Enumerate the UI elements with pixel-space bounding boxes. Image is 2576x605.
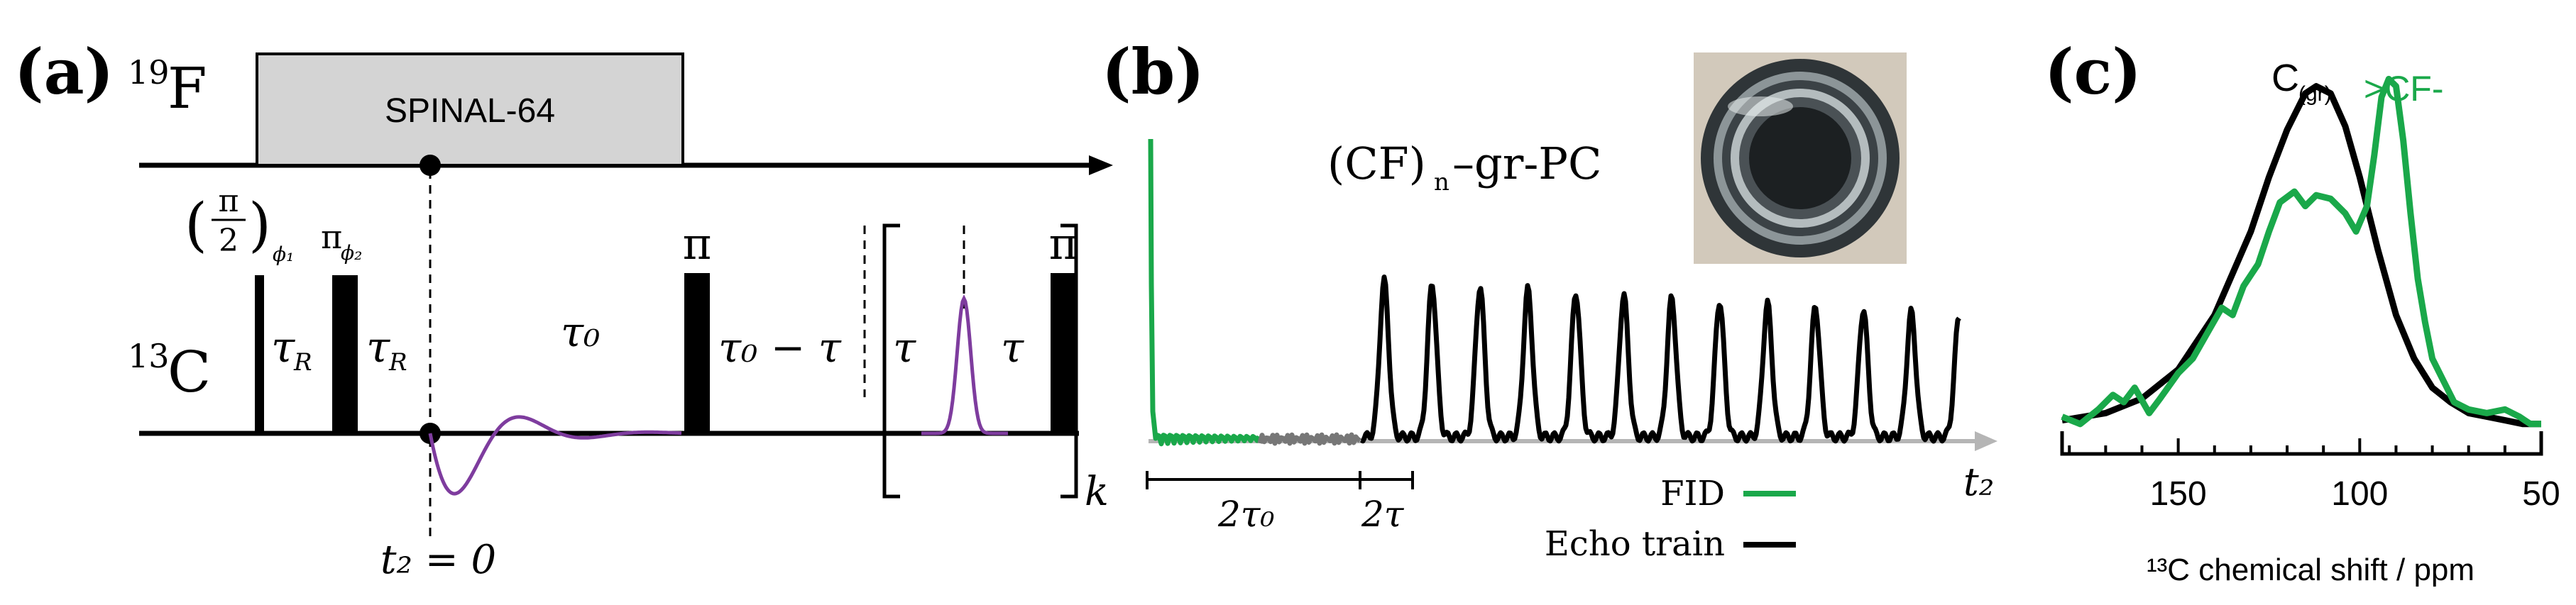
peak-label-c-gr: C	[2271, 57, 2299, 99]
t2-axis-label: t₂	[1963, 460, 1994, 504]
loop-left-bracket	[882, 223, 900, 499]
spinal64-label: SPINAL-64	[385, 92, 555, 130]
c-channel-mass: 13	[128, 337, 170, 375]
pi-phi2-pulse	[332, 275, 358, 433]
tau-r-sub-2: R	[388, 348, 407, 377]
panel-a-label: (a)	[14, 35, 114, 109]
panel-a: (a) 19 F SPINAL-64 13 C ( π 2 ) ϕ₁ π	[14, 35, 1113, 583]
series-cf-line	[2061, 75, 2541, 428]
nmr-spectrum-plot: 150 100 50	[2060, 75, 2560, 513]
t2-axis-arrowhead	[1975, 431, 1997, 451]
tau-r-sub-1: R	[293, 348, 312, 377]
pi-phi2-symbol: π	[321, 218, 342, 256]
x-axis-title: ¹³C chemical shift / ppm	[2147, 553, 2474, 587]
tau-right-delay: τ	[1001, 323, 1024, 372]
f-channel-mass: 19	[128, 53, 170, 91]
tau-r-delay-2: τ	[366, 323, 390, 372]
half-pi-phase: ϕ₁	[273, 243, 294, 266]
legend-echo-label: Echo train	[1545, 524, 1725, 564]
half-pi-numerator: π	[219, 183, 239, 219]
dead-time-trace	[1257, 432, 1361, 446]
half-pi-pulse-label: ( π 2 ) ϕ₁	[185, 183, 294, 266]
panel-b-label: (b)	[1102, 35, 1205, 109]
x-tick-label: 50	[2522, 475, 2560, 513]
tau0-delay: τ₀	[561, 308, 600, 356]
spinal64-decoupling-block	[256, 52, 684, 167]
series-c-gr-line	[2061, 83, 2541, 428]
loop-right-bracket	[1060, 223, 1078, 499]
dim-2tau0-label: 2τ₀	[1217, 494, 1275, 535]
pi-refocus-label: π	[683, 218, 712, 270]
peak-label-cf: >CF-	[2364, 69, 2444, 109]
echo-train-trace	[1359, 274, 1961, 444]
panel-c-label: (c)	[2044, 35, 2142, 109]
f-channel-arrowhead	[1089, 155, 1113, 175]
fid-signal-trace	[428, 415, 682, 496]
half-pi-open-paren: (	[185, 192, 207, 259]
legend-fid-label: FID	[1660, 474, 1725, 514]
tau0-minus-tau-delay: τ₀ − τ	[718, 323, 842, 372]
sample-rotor-photo	[1694, 52, 1907, 264]
dim-2tau-label: 2τ	[1361, 494, 1405, 535]
half-pi-close-paren: )	[248, 192, 271, 259]
half-pi-pulse	[255, 275, 264, 433]
pi-phi2-label: π ϕ₂	[321, 218, 362, 265]
tau-r-delay-1: τ	[271, 323, 295, 372]
sample-subscript: n	[1434, 168, 1449, 196]
sample-suffix: –gr-PC	[1452, 138, 1601, 189]
tau-left-delay: τ	[893, 323, 916, 372]
half-pi-denominator: 2	[219, 223, 239, 259]
c-channel-symbol: C	[168, 339, 211, 405]
sample-name: (CF)	[1327, 138, 1426, 189]
fid-trace	[1148, 138, 1262, 447]
panel-b: (b) (CF) n –gr-PC 2τ₀ 2τ t₂	[1102, 35, 1997, 564]
f-channel-symbol: F	[168, 55, 207, 121]
x-tick-label: 100	[2331, 475, 2388, 513]
pi-phi2-phase: ϕ₂	[341, 241, 362, 265]
f-decoupling-start-dot	[420, 155, 441, 176]
panel-b-legend: FID Echo train	[1545, 474, 1796, 564]
pi-loop-pulse	[1051, 273, 1076, 433]
pi-refocus-pulse	[684, 273, 710, 433]
sample-powder	[1749, 107, 1851, 209]
photo-highlight	[1728, 96, 1793, 116]
x-tick-label: 150	[2150, 475, 2207, 513]
loop-count-k: k	[1085, 469, 1109, 515]
spin-echo-trace	[921, 294, 1008, 435]
t2-zero-label: t₂ = 0	[380, 537, 496, 583]
